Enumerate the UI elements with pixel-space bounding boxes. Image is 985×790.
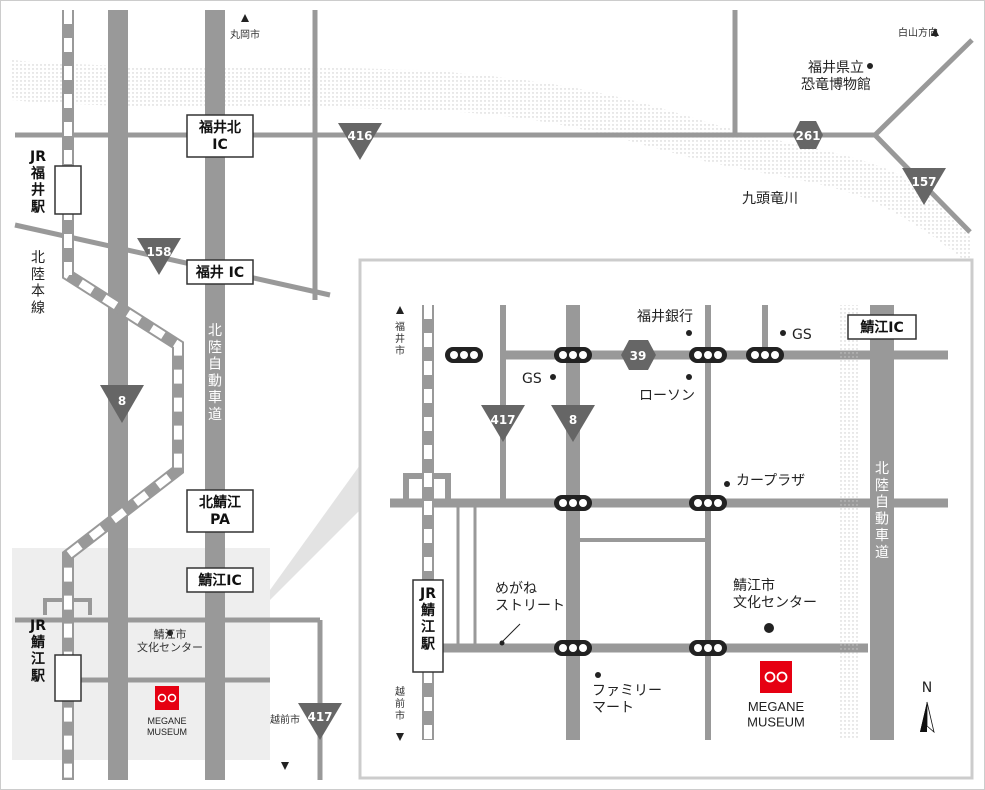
detail-down-arrow-icon [396,733,404,741]
dino-museum-dot [867,63,873,69]
lawson-label: ローソン [639,388,695,404]
svg-text:417: 417 [307,710,332,724]
callout-wedge [270,465,360,600]
traffic-lights [445,347,784,656]
expressway-label: 北陸自動車道 [208,323,222,423]
bank-label: 福井銀行 [637,309,693,325]
hakusan-direction-label: 白山方向 [898,26,938,39]
river-label: 九頭竜川 [742,190,798,207]
svg-text:261: 261 [795,129,820,143]
hokuriku-line-label: 北陸本線 [31,250,45,316]
route-417-shield: 417 [298,703,342,740]
detail-route-39-shield: 39 [621,340,656,370]
megane-street-label: めがねストリート [495,581,565,614]
sabae-station-marker [54,654,82,702]
carplaza-label: カープラザ [736,473,805,489]
down-arrow-icon [281,762,289,770]
svg-text:417: 417 [490,413,515,427]
svg-text:158: 158 [146,245,171,259]
up-arrow-icon [241,14,249,22]
route-158-shield: 158 [137,238,181,275]
detail-sabae-ic-label: 鯖江IC [859,319,903,336]
echizen-label: 越前市 [270,713,300,726]
svg-text:157: 157 [911,175,936,189]
megane-museum-logo [155,686,179,710]
svg-text:8: 8 [569,413,577,427]
hokuriku-railway [64,10,182,780]
detail-up-arrow-icon [396,306,404,314]
familymart-label: ファミリーマート [592,683,662,716]
route-261-shield: 261 [793,121,823,149]
culture-center-dot [167,630,173,636]
route-157-shield: 157 [902,168,946,205]
svg-text:39: 39 [630,349,647,363]
sabae-ic-label: 鯖江IC [197,572,241,589]
culture-center-detail-dot [764,623,774,633]
kuzuryu-river [10,60,970,265]
detail-station-marker [412,579,444,673]
detail-expressway-label: 北陸自動車道 [875,461,889,561]
north-arrow-icon [931,28,939,36]
route-416-shield: 416 [338,123,382,160]
detail-megane-museum-logo [760,661,792,693]
detail-route-417-shield: 417 [481,405,525,442]
svg-text:8: 8 [118,394,126,408]
north-label: N [922,680,932,696]
culture-center-label: 鯖江市文化センター [137,627,203,654]
svg-text:416: 416 [347,129,372,143]
detail-expressway [870,305,894,740]
detail-echizen-label: 越前市 [395,685,405,722]
culture-center-detail-label: 鯖江市文化センター [733,577,817,611]
gs-label-1: GS [792,327,812,343]
fukui-station-marker [54,165,82,215]
fukui-ic-label: 福井 IC [195,264,244,281]
detail-route-8-shield: 8 [551,405,595,442]
dino-museum-label: 福井県立恐竜博物館 [801,60,871,93]
compass-icon [920,702,927,732]
detail-fukui-label: 福井市 [395,320,405,357]
maruoka-label: 丸岡市 [230,28,260,41]
route-8-shield: 8 [100,385,144,423]
gs-label-2: GS [522,371,542,387]
